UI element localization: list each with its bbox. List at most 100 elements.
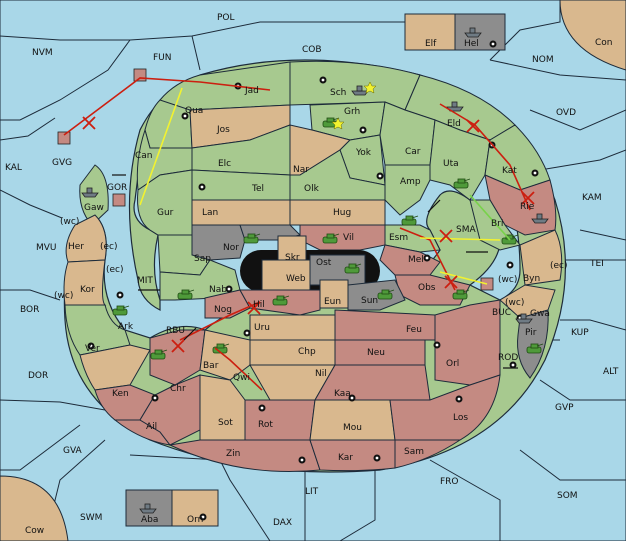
territory-label-lan: Lan xyxy=(202,208,218,218)
fleet-unit-rie[interactable] xyxy=(531,213,549,224)
army-unit-pir[interactable] xyxy=(526,343,544,354)
territory-label-ken: Ken xyxy=(112,389,129,399)
territory-byn[interactable] xyxy=(519,229,563,286)
sea-label-pol: POL xyxy=(217,13,235,23)
territory-label-hil: Hil xyxy=(253,300,265,310)
sea-label-cob: COB xyxy=(302,45,322,55)
territory-ver[interactable] xyxy=(79,344,151,391)
territory-label-aba: Aba xyxy=(141,515,158,525)
territory-label-amp: Amp xyxy=(400,177,421,187)
army-unit-bri[interactable] xyxy=(501,234,519,245)
coast-tag-her-ec: (ec) xyxy=(100,242,118,252)
territory-label-sap: Sap xyxy=(194,254,211,264)
territory-label-kaa: Kaa xyxy=(334,389,351,399)
territory-gwa[interactable] xyxy=(499,284,556,319)
territory-orn[interactable] xyxy=(171,489,219,527)
territory-label-skr: Skr xyxy=(285,253,300,263)
territory-label-vil: Vil xyxy=(343,233,354,243)
army-unit-esm[interactable] xyxy=(401,215,419,226)
army-unit-ark[interactable] xyxy=(112,305,130,316)
fleet-unit-gwa[interactable] xyxy=(515,313,533,324)
territory-label-gwa: Gwa xyxy=(530,309,550,319)
territory-label-orn: Orn xyxy=(187,515,203,525)
territory-label-kor: Kor xyxy=(80,285,95,295)
sea-label-gor: GOR xyxy=(107,183,127,193)
territory-hel[interactable] xyxy=(454,13,506,51)
army-unit-hil[interactable] xyxy=(272,295,290,306)
territory-label-can: Can xyxy=(135,151,153,161)
sea-label-lit: LIT xyxy=(305,487,319,497)
territory-label-hug: Hug xyxy=(333,208,351,218)
territory-label-rie: Rie xyxy=(520,202,535,212)
territory-label-kar: Kar xyxy=(338,453,353,463)
army-unit-obs[interactable] xyxy=(452,289,470,300)
territory-label-pir: Pir xyxy=(525,328,537,338)
territory-label-gur: Gur xyxy=(157,208,174,218)
army-unit-ost[interactable] xyxy=(344,263,362,274)
territory-orl[interactable] xyxy=(434,299,501,386)
territory-label-esm: Esm xyxy=(389,233,408,243)
territory-label-mel: Mel xyxy=(408,255,424,265)
territory-label-car: Car xyxy=(405,147,421,157)
territory-web[interactable] xyxy=(261,259,311,291)
sea-label-con: Con xyxy=(595,38,613,48)
army-unit-nab[interactable] xyxy=(177,289,195,300)
territory-label-chp: Chp xyxy=(298,347,316,357)
territory-label-jos: Jos xyxy=(216,125,230,135)
territory-label-jad: Jad xyxy=(244,86,259,96)
territory-label-nog: Nog xyxy=(214,305,232,315)
coast-tag-kor-wc: (wc) xyxy=(54,291,73,301)
fleet-marker-gvg[interactable] xyxy=(57,131,71,145)
territory-label-eun: Eun xyxy=(324,297,341,307)
fleet-unit-aba[interactable] xyxy=(139,503,157,514)
units xyxy=(57,27,549,514)
territory-label-her: Her xyxy=(68,242,84,252)
territory-label-nil: Nil xyxy=(315,369,327,379)
sea-label-gva: GVA xyxy=(63,446,83,456)
territory-label-nor: Nor xyxy=(223,243,239,253)
army-unit-sun[interactable] xyxy=(377,289,395,300)
territory-sun[interactable] xyxy=(347,279,406,311)
army-unit-vil[interactable] xyxy=(322,233,340,244)
territory-mou[interactable] xyxy=(309,399,396,441)
fleet-unit-hel[interactable] xyxy=(464,27,482,38)
territory-kaa[interactable] xyxy=(314,364,431,401)
army-unit-uta[interactable] xyxy=(453,178,471,189)
territory-label-eld: Eld xyxy=(447,119,461,129)
territory-label-tel: Tel xyxy=(251,184,264,194)
territory-label-web: Web xyxy=(286,274,306,284)
fleet-marker-fun[interactable] xyxy=(133,68,147,82)
sea-label-alt: ALT xyxy=(603,367,619,377)
sea-label-buc: BUC xyxy=(492,308,511,318)
territory-chr-south[interactable] xyxy=(139,374,201,446)
coast-tag-byn-wc: (wc) xyxy=(498,275,517,285)
sea-label-rod: ROD xyxy=(498,353,518,363)
territory-label-uta: Uta xyxy=(443,159,459,169)
sea-label-mvu: MVU xyxy=(36,243,57,253)
army-unit-nor[interactable] xyxy=(243,233,261,244)
sea-label-gvp: GVP xyxy=(555,403,574,413)
fleet-unit-sch[interactable] xyxy=(351,85,369,96)
territory-label-nab: Nab xyxy=(209,285,227,295)
territory-label-olk: Olk xyxy=(304,184,320,194)
fleet-unit-gaw[interactable] xyxy=(81,187,99,198)
territory-label-sot: Sot xyxy=(218,418,233,428)
sea-label-cow: Cow xyxy=(25,526,44,536)
territory-rot[interactable] xyxy=(244,399,316,441)
territory-ark[interactable] xyxy=(64,304,131,356)
territory-label-sch: Sch xyxy=(330,88,346,98)
sea-label-kal: KAL xyxy=(5,163,22,173)
territory-tel[interactable] xyxy=(191,169,291,201)
orders xyxy=(63,77,535,391)
sea-label-som: SOM xyxy=(557,491,578,501)
sea-label-kup: KUP xyxy=(571,328,589,338)
territory-label-neu: Neu xyxy=(367,348,385,358)
territory-sam[interactable] xyxy=(394,439,462,469)
sea-label-sma: SMA xyxy=(456,225,476,235)
territory-chp[interactable] xyxy=(249,339,336,366)
territory-label-ost: Ost xyxy=(316,258,332,268)
army-unit-chr[interactable] xyxy=(150,349,168,360)
fleet-marker-gor[interactable] xyxy=(112,193,126,207)
